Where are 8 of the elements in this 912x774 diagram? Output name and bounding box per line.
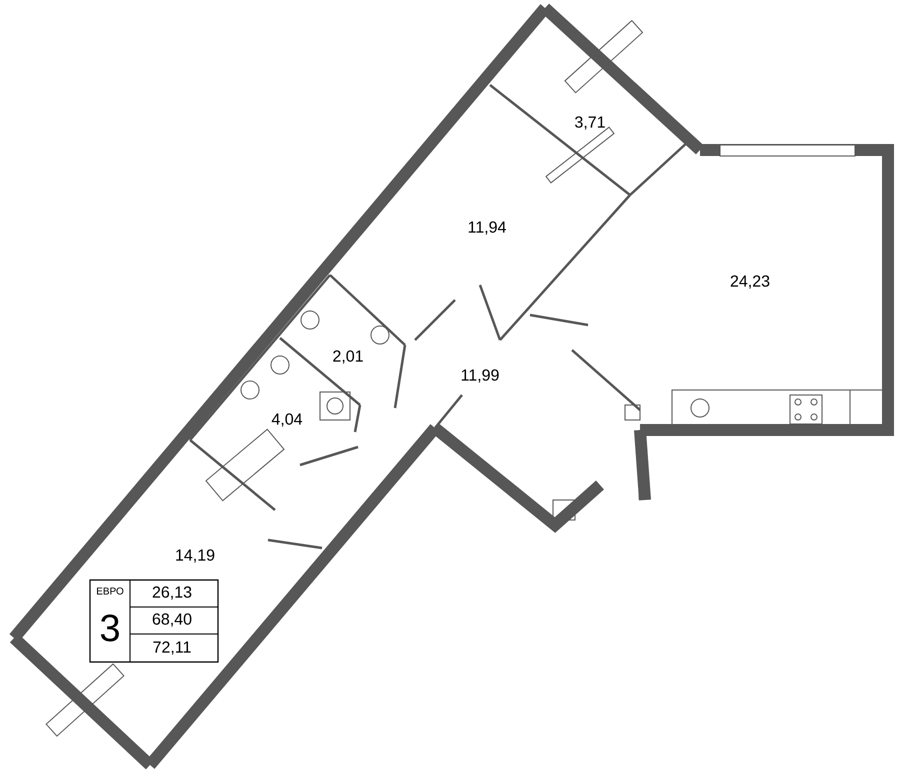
area-label: 4,04	[272, 413, 302, 427]
area-label: 2,01	[333, 350, 363, 364]
area-label: 3,71	[575, 116, 605, 130]
area-label: 14,19	[176, 549, 214, 563]
area-label: 11,94	[468, 221, 506, 235]
area-label: 24,23	[730, 275, 770, 289]
area-label: 11,99	[462, 369, 499, 383]
area-table: ЕВРО 3 26,13 68,40 72,11	[89, 579, 219, 663]
